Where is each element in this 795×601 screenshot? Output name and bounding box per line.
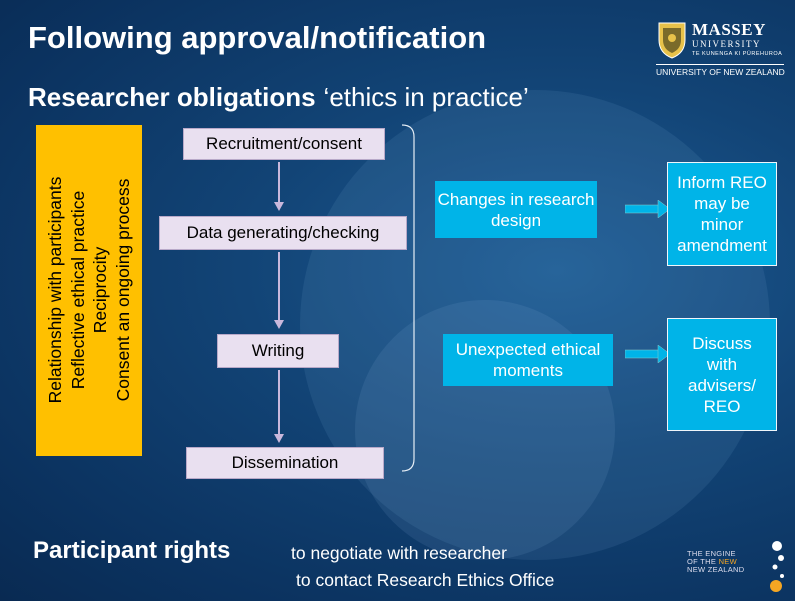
subtitle-bold: Researcher obligations bbox=[28, 82, 316, 112]
engine-line1: THE ENGINE bbox=[687, 549, 736, 558]
arrow-right-icon bbox=[625, 345, 671, 363]
logo-maori: TE KUNENGA KI PŪREHUROA bbox=[692, 51, 783, 57]
side-line: Reciprocity bbox=[90, 246, 110, 334]
unexpected-box: Unexpected ethical moments bbox=[443, 334, 613, 386]
engine-dots-icon bbox=[770, 541, 784, 592]
arrow-right-icon bbox=[625, 200, 671, 218]
massey-logo: MASSEY UNIVERSITY TE KUNENGA KI PŪREHURO… bbox=[652, 18, 787, 77]
bracket bbox=[401, 124, 415, 472]
side-line: Consent an ongoing process bbox=[112, 178, 133, 402]
side-panel bbox=[36, 125, 142, 456]
logo-name: MASSEY bbox=[692, 20, 766, 39]
subtitle-normal: ‘ethics in practice’ bbox=[323, 82, 529, 112]
changes-box: Changes in research design bbox=[435, 181, 597, 238]
step-recruitment: Recruitment/consent bbox=[183, 128, 385, 160]
logo-nz: UNIVERSITY OF NEW ZEALAND bbox=[656, 64, 785, 77]
step-dissemination: Dissemination bbox=[186, 447, 384, 479]
side-panel-text: Relationship with participants Reflectiv… bbox=[44, 177, 134, 404]
crest-icon bbox=[658, 22, 686, 59]
arrow-down-icon bbox=[274, 252, 284, 329]
step-writing: Writing bbox=[217, 334, 339, 368]
participant-rights-heading: Participant rights bbox=[33, 537, 231, 564]
slide-title: Following approval/notification bbox=[28, 20, 487, 55]
participant-rights-line1: to negotiate with researcher bbox=[291, 543, 507, 563]
slide-subtitle: Researcher obligations‘ethics in practic… bbox=[28, 82, 529, 113]
arrow-down-icon bbox=[274, 370, 284, 443]
side-line: Relationship with participants bbox=[45, 176, 65, 404]
discuss-box: Discuss with advisers/ REO bbox=[667, 318, 777, 431]
inform-reo-box: Inform REO may be minor amendment bbox=[667, 162, 777, 266]
arrow-down-icon bbox=[274, 162, 284, 211]
engine-tagline: THE ENGINE OF THE NEW NEW ZEALAND bbox=[687, 550, 744, 574]
step-data: Data generating/checking bbox=[159, 216, 407, 250]
side-line: Reflective ethical practice bbox=[67, 190, 88, 390]
engine-line3: NEW ZEALAND bbox=[687, 565, 745, 574]
engine-line2a: OF THE bbox=[687, 557, 719, 566]
participant-rights-line2: to contact Research Ethics Office bbox=[296, 570, 555, 590]
engine-line2b: NEW bbox=[718, 557, 737, 566]
logo-university: UNIVERSITY bbox=[692, 39, 761, 49]
engine-line2: OF THE NEW bbox=[687, 558, 744, 566]
